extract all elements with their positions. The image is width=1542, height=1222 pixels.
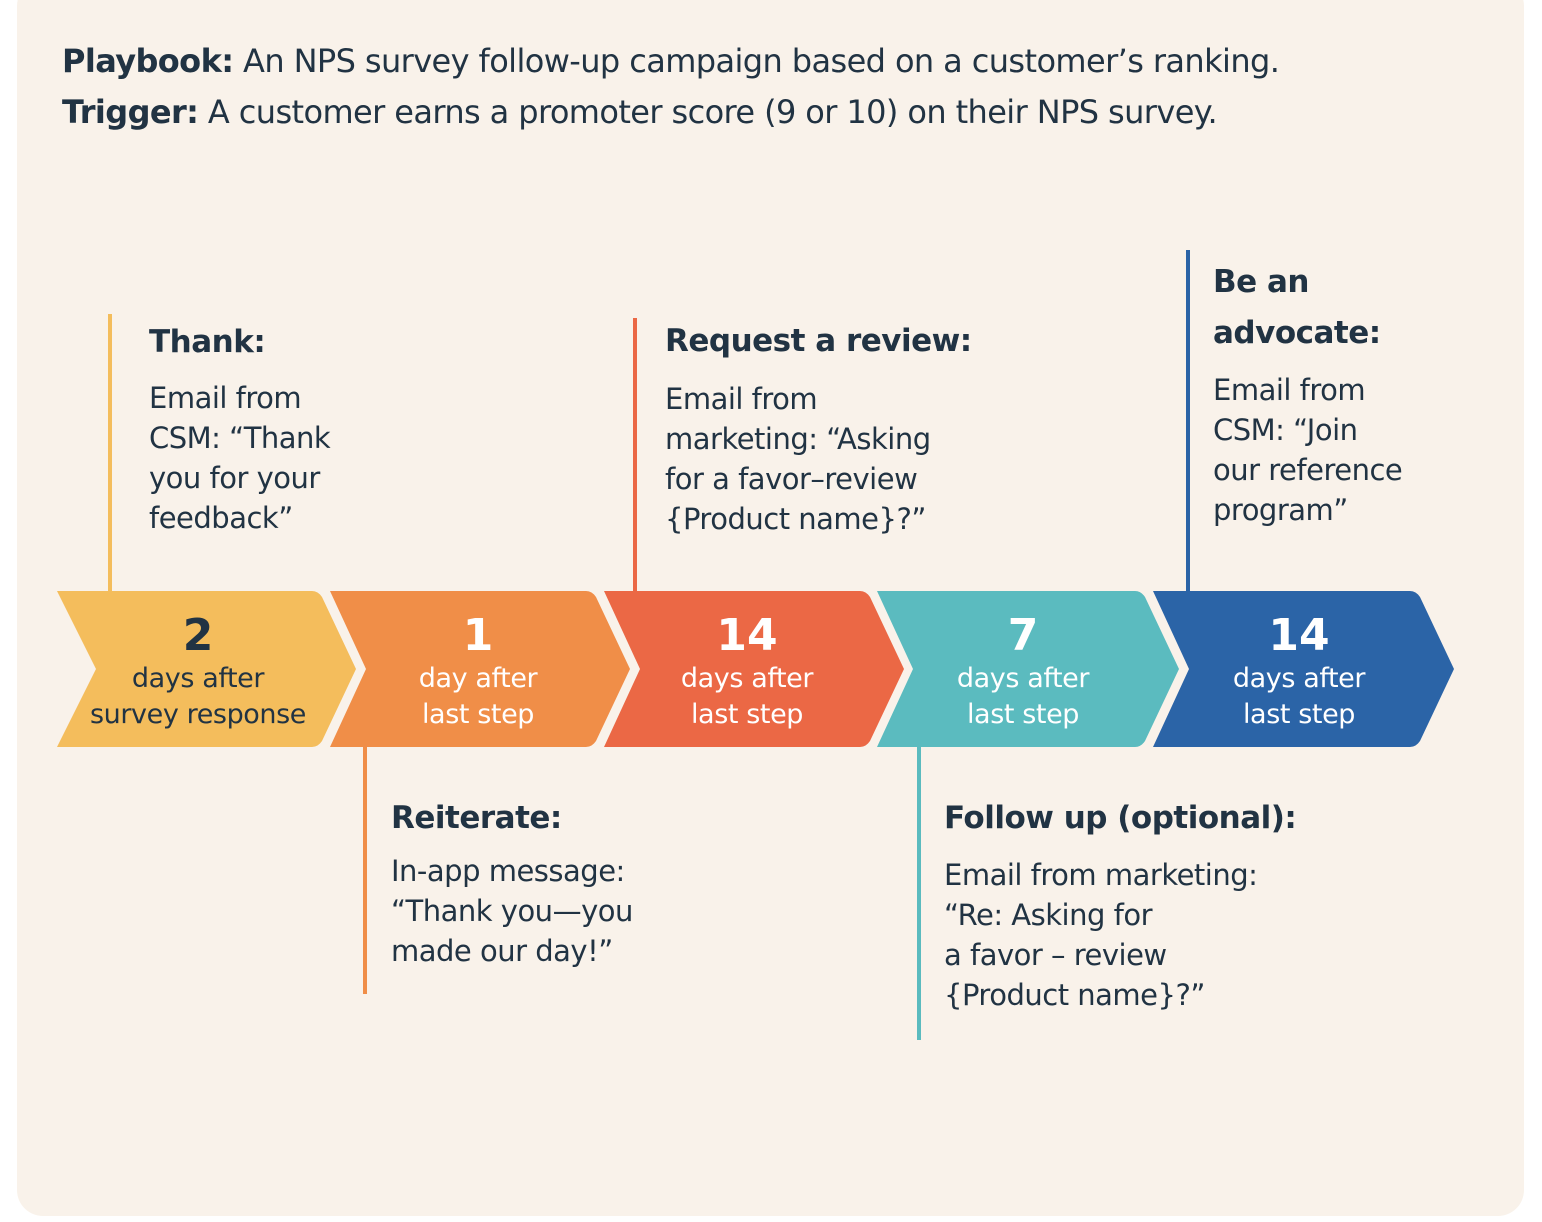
header: Playbook: An NPS survey follow-up campai…: [62, 36, 1280, 138]
step-3-number: 14: [716, 610, 778, 661]
step-chevron-1: [57, 591, 356, 747]
step-chevron-2: [330, 591, 630, 747]
request-review-title: Request a review:: [665, 323, 972, 359]
playbook-line: Playbook: An NPS survey follow-up campai…: [62, 36, 1280, 87]
step-chevron-4: [877, 591, 1179, 747]
trigger-label: Trigger:: [62, 93, 199, 131]
advocate-title: Be an advocate:: [1213, 264, 1381, 351]
playbook-text: An NPS survey follow-up campaign based o…: [233, 42, 1280, 80]
step-1-number: 2: [182, 610, 214, 661]
step-2-number: 1: [462, 610, 494, 661]
advocate-connector-line: [1186, 250, 1190, 592]
step-1-label: days after survey response: [89, 663, 307, 730]
request-review-body: Email from marketing: “Asking for a favo…: [665, 382, 931, 536]
step-chevron-5: [1153, 591, 1454, 747]
follow-up-body: Email from marketing: “Re: Asking for a …: [944, 858, 1258, 1012]
step-chevron-3: [604, 591, 904, 747]
thank-body: Email from CSM: “Thank you for your feed…: [149, 381, 331, 535]
reiterate-connector-line: [363, 746, 367, 994]
trigger-line: Trigger: A customer earns a promoter sco…: [62, 87, 1279, 138]
request-review-connector-line: [633, 318, 637, 592]
thank-title: Thank:: [149, 324, 266, 360]
follow-up-title: Follow up (optional):: [944, 800, 1297, 836]
playbook-label: Playbook:: [62, 42, 234, 80]
step-4-number: 7: [1007, 610, 1039, 661]
follow-up-connector-line: [917, 746, 921, 1040]
trigger-text: A customer earns a promoter score (9 or …: [198, 93, 1218, 131]
reiterate-title: Reiterate:: [391, 800, 562, 836]
step-5-label: days after last step: [1232, 663, 1366, 730]
step-3-label: days after last step: [680, 663, 814, 730]
step-4-label: days after last step: [956, 663, 1090, 730]
reiterate-body: In-app message: “Thank you—you made our …: [391, 854, 633, 968]
thank-connector-line: [108, 314, 112, 592]
step-2-label: day after last step: [418, 663, 538, 730]
step-5-number: 14: [1268, 610, 1330, 661]
advocate-body: Email from CSM: “Join our reference prog…: [1213, 373, 1403, 527]
